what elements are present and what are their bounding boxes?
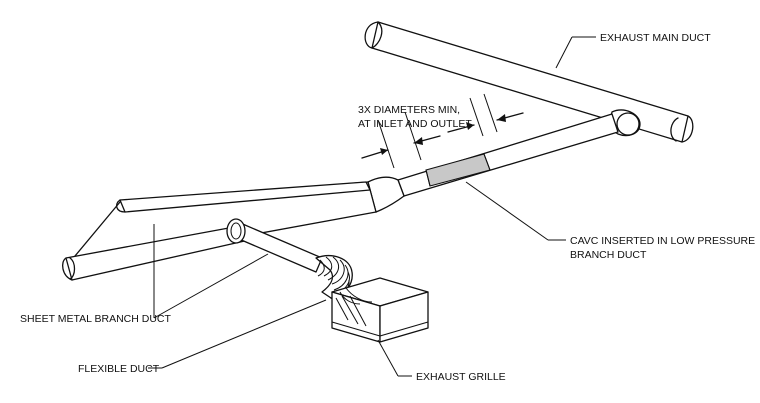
exhaust-main-duct — [364, 21, 694, 143]
label-exhaust-grille: EXHAUST GRILLE — [416, 371, 506, 383]
cavc-device — [425, 153, 491, 187]
label-exhaust-main-duct: EXHAUST MAIN DUCT — [600, 32, 711, 44]
main-duct-collar — [607, 109, 641, 137]
label-flexible-duct: FLEXIBLE DUCT — [78, 363, 160, 375]
dimension-marks — [361, 93, 524, 169]
label-sheet-metal-branch-duct: SHEET METAL BRANCH DUCT — [20, 313, 171, 325]
label-cavc-line2: BRANCH DUCT — [570, 249, 647, 261]
exhaust-grille — [331, 277, 429, 343]
leader-lines — [148, 36, 596, 377]
sheet-metal-branch-duct — [61, 181, 377, 281]
label-diameters-line2: AT INLET AND OUTLET — [358, 118, 472, 130]
branch-tee — [226, 218, 323, 273]
label-cavc-line1: CAVC INSERTED IN LOW PRESSURE — [570, 235, 755, 247]
label-diameters-line1: 3X DIAMETERS MIN, — [358, 104, 460, 116]
